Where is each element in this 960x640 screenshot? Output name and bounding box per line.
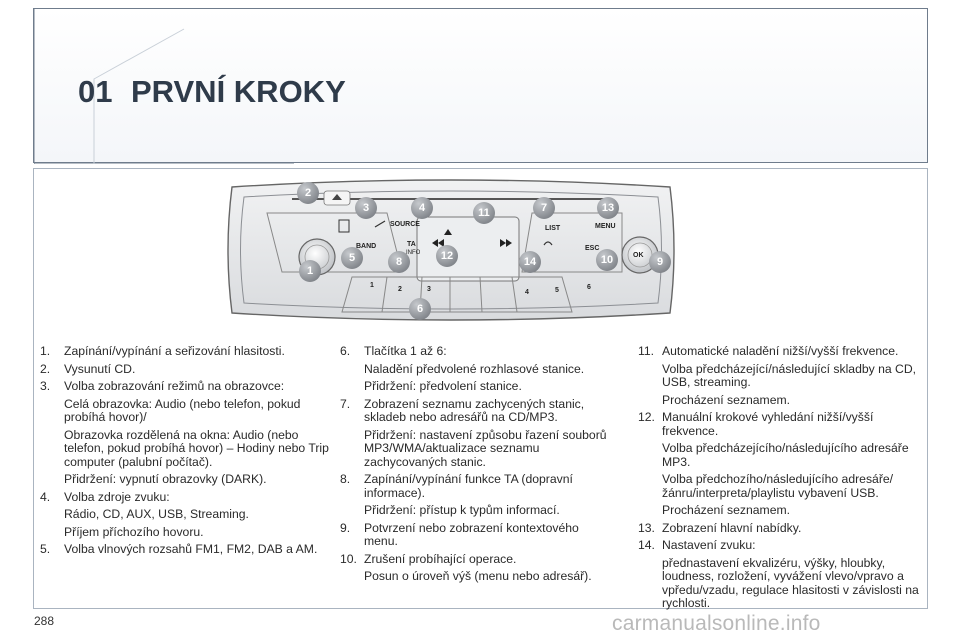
column-right: 11. Automatické naladění nižší/vyšší frek…: [638, 344, 923, 615]
page-number: 288: [34, 614, 55, 628]
item-detail: Přidržení: nastavení způsobu řazení soub…: [364, 427, 607, 469]
item-detail: Naladění předvolené rozhlasové stanice.: [364, 361, 585, 376]
item-detail: Přidržení: předvolení stanice.: [364, 379, 522, 393]
item-number: 12.: [638, 410, 655, 424]
item-text: Tlačítka 1 až 6:: [364, 344, 447, 358]
chapter-header: [33, 8, 928, 164]
callout-11: 11: [473, 202, 495, 224]
item-number: 5.: [40, 542, 51, 556]
list-item: 1. Zapínání/vypínání a seřizování hlasito…: [40, 344, 330, 359]
list-item: 8. Zapínání/vypínání funkce TA (dopravní …: [340, 472, 615, 500]
page-title: PRVNÍ KROKY: [131, 74, 346, 109]
callout-3: 3: [355, 197, 377, 219]
ta-button-label: TA: [407, 241, 416, 248]
esc-button-label: ESC: [585, 245, 600, 252]
item-text: Potvrzení nebo zobrazení kontextového me…: [364, 520, 579, 548]
item-text: Zobrazení hlavní nabídky.: [662, 520, 802, 535]
info-button-label: INFO: [406, 250, 421, 256]
item-number: 13.: [638, 520, 655, 535]
column-middle: 6. Tlačítka 1 až 6: Naladění předvolené ro…: [340, 344, 615, 588]
list-item: 3. Volba zobrazování režimů na obrazovce:: [40, 379, 330, 394]
preset-label-3: 3: [427, 286, 431, 293]
callout-10: 10: [596, 249, 618, 271]
item-text: Zobrazení seznamu zachycených stanic, sk…: [364, 396, 585, 424]
item-detail: Volba předcházejícího/následujícího adre…: [662, 441, 909, 469]
callout-14: 14: [519, 251, 541, 273]
list-item: 12. Manuální krokové vyhledání nižší/vyšš…: [638, 410, 923, 438]
item-detail: Přidržení: přístup k typům informací.: [364, 503, 560, 517]
list-item: 2. Vysunutí CD.: [40, 361, 330, 377]
item-detail: přednastavení ekvalizéru, výšky, hloubky…: [662, 555, 919, 610]
preset-label-4: 4: [525, 289, 529, 296]
item-number: 11.: [638, 344, 655, 358]
list-item: 11. Automatické naladění nižší/vyšší frek…: [638, 344, 923, 359]
item-number: 4.: [40, 489, 51, 504]
list-button-label: LIST: [545, 225, 561, 232]
item-detail: Volba předchozího/následujícího adresáře…: [662, 472, 894, 500]
item-text: Volba vlnových rozsahů FM1, FM2, DAB a A…: [64, 542, 318, 556]
callout-4: 4: [411, 197, 433, 219]
callout-8: 8: [388, 251, 410, 273]
callout-13: 13: [597, 197, 619, 219]
item-number: 1.: [40, 344, 51, 358]
callout-9: 9: [649, 251, 671, 273]
preset-label-2: 2: [398, 286, 402, 293]
item-detail: Volba předcházející/následující skladby …: [662, 361, 917, 389]
column-left: 1. Zapínání/vypínání a seřizování hlasito…: [40, 344, 330, 561]
item-text: Automatické naladění nižší/vyšší frekven…: [662, 344, 899, 358]
callout-1: 1: [299, 260, 321, 282]
callout-6: 6: [409, 298, 431, 320]
item-text: Zapínání/vypínání funkce TA (dopravní in…: [364, 472, 573, 500]
callout-12: 12: [436, 245, 458, 267]
item-text: Volba zobrazování režimů na obrazovce:: [64, 379, 285, 393]
list-item: 4. Volba zdroje zvuku:: [40, 489, 330, 505]
item-detail: Procházení seznamem.: [662, 503, 791, 517]
item-number: 8.: [340, 472, 351, 486]
menu-button-label: MENU: [595, 223, 616, 230]
item-detail: Rádio, CD, AUX, USB, Streaming.: [64, 507, 249, 521]
item-number: 2.: [40, 361, 51, 376]
item-number: 6.: [340, 344, 351, 358]
list-item: 6. Tlačítka 1 až 6:: [340, 344, 615, 359]
item-text: Volba zdroje zvuku:: [64, 489, 170, 504]
list-item: 5. Volba vlnových rozsahů FM1, FM2, DAB a…: [40, 542, 330, 557]
list-item: 9. Potvrzení nebo zobrazení kontextového …: [340, 520, 615, 549]
item-number: 14.: [638, 538, 655, 552]
list-item: 14. Nastavení zvuku:: [638, 538, 923, 553]
preset-label-5: 5: [555, 287, 559, 294]
item-detail: Příjem příchozího hovoru.: [64, 524, 204, 539]
item-text: Vysunutí CD.: [64, 361, 136, 376]
item-text: Zapínání/vypínání a seřizování hlasitost…: [64, 344, 285, 358]
callout-5: 5: [341, 247, 363, 269]
preset-label-1: 1: [370, 282, 374, 289]
item-detail: Přidržení: vypnutí obrazovky (DARK).: [64, 472, 267, 486]
callout-2: 2: [297, 182, 319, 204]
radio-illustration: SOURCE BAND TA INFO LIST MENU ESC OK 1 2…: [222, 177, 680, 323]
item-text: Zrušení probíhající operace.: [364, 551, 517, 566]
item-detail: Celá obrazovka: Audio (nebo telefon, pok…: [64, 396, 301, 424]
item-number: 3.: [40, 379, 51, 393]
ok-button-label: OK: [633, 252, 644, 259]
list-item: 10. Zrušení probíhající operace.: [340, 551, 615, 567]
item-text: Manuální krokové vyhledání nižší/vyšší f…: [662, 410, 874, 438]
callout-7: 7: [533, 197, 555, 219]
item-number: 7.: [340, 396, 351, 411]
item-number: 9.: [340, 520, 351, 535]
item-detail: Posun o úroveň výš (menu nebo adresář).: [364, 569, 592, 583]
item-detail: Obrazovka rozdělená na okna: Audio (nebo…: [64, 427, 329, 469]
item-detail: Procházení seznamem.: [662, 392, 791, 407]
list-item: 7. Zobrazení seznamu zachycených stanic, …: [340, 396, 615, 425]
preset-label-6: 6: [587, 284, 591, 291]
source-button-label: SOURCE: [390, 221, 420, 228]
list-item: 13. Zobrazení hlavní nabídky.: [638, 520, 923, 536]
watermark: carmanualsonline.info: [612, 612, 821, 635]
chapter-tab-shape: [34, 9, 294, 164]
item-text: Nastavení zvuku:: [662, 538, 756, 552]
band-button-label: BAND: [356, 243, 377, 250]
item-number: 10.: [340, 551, 357, 566]
chapter-number: 01: [78, 74, 113, 109]
